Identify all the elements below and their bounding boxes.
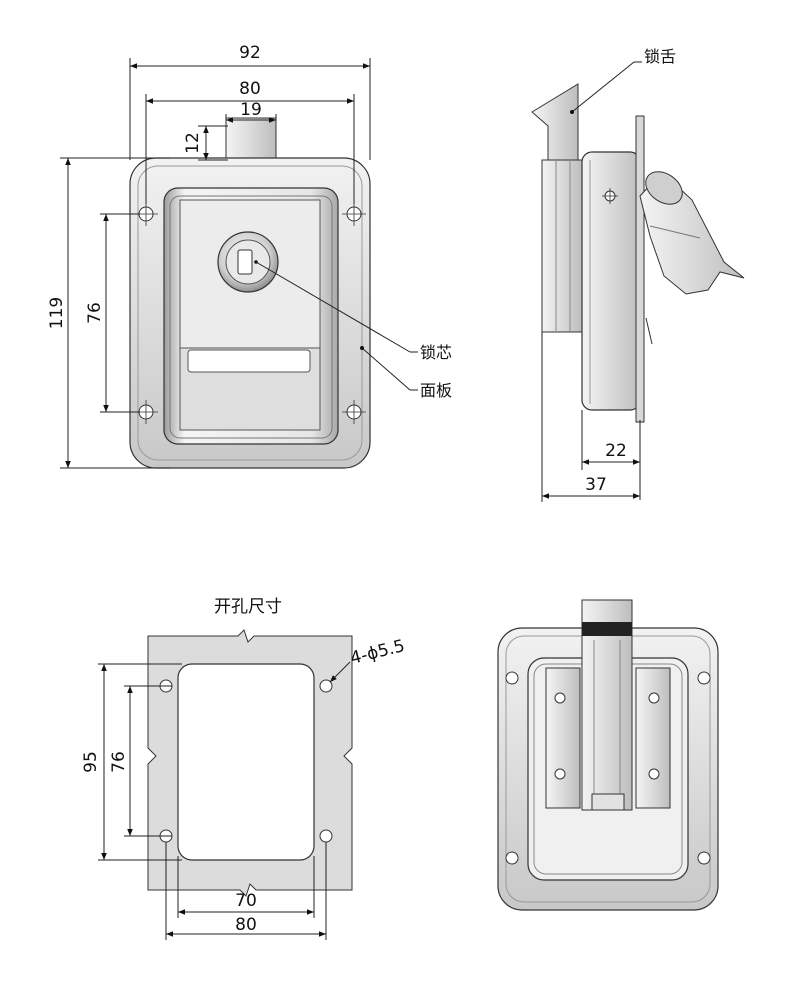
rear-bracket-left xyxy=(545,667,581,809)
cutout-dimensions xyxy=(98,661,351,940)
side-latch-tongue xyxy=(531,83,579,163)
panel-opening xyxy=(177,663,315,861)
rear-holes xyxy=(505,671,711,865)
callout-lock-core: 锁芯 xyxy=(420,343,452,362)
dim-cutout-width-opening: 70 xyxy=(235,891,257,911)
lock-cylinder xyxy=(217,231,279,293)
mounting-holes xyxy=(134,202,366,424)
side-flange xyxy=(635,115,645,423)
dim-front-height-outer: 119 xyxy=(47,297,67,329)
dim-cutout-height-holes: 76 xyxy=(109,751,129,773)
dim-front-width-outer: 92 xyxy=(239,43,261,63)
side-view: 锁舌 22 37 xyxy=(531,47,745,502)
rear-bracket-right xyxy=(635,667,671,809)
finger-slot xyxy=(187,349,311,373)
dim-side-total-depth: 37 xyxy=(585,475,607,495)
cutout-title: 开孔尺寸 xyxy=(214,597,282,617)
side-dimensions xyxy=(541,61,642,502)
rear-latch-band xyxy=(582,622,632,636)
front-view: 92 80 19 12 119 76 锁芯 面板 xyxy=(47,43,452,469)
callout-panel: 面板 xyxy=(420,381,452,400)
latch-tongue xyxy=(225,117,277,163)
side-back-rail xyxy=(541,159,583,333)
dim-cutout-height-opening: 95 xyxy=(81,751,101,773)
dim-front-height-holes: 76 xyxy=(85,302,105,324)
rear-view xyxy=(497,599,719,911)
panel-holes xyxy=(159,679,333,843)
hole-spec: 4-ϕ5.5 xyxy=(348,636,406,669)
callout-latch-tongue: 锁舌 xyxy=(644,47,676,66)
dim-latch-height: 12 xyxy=(183,132,203,154)
dim-cutout-width-holes: 80 xyxy=(235,915,257,935)
cutout-view: 开孔尺寸 xyxy=(81,597,407,940)
dim-side-body-depth: 22 xyxy=(605,441,627,461)
front-dimensions xyxy=(60,58,418,469)
dim-latch-width: 19 xyxy=(240,100,262,120)
dim-front-width-holes: 80 xyxy=(239,79,261,99)
